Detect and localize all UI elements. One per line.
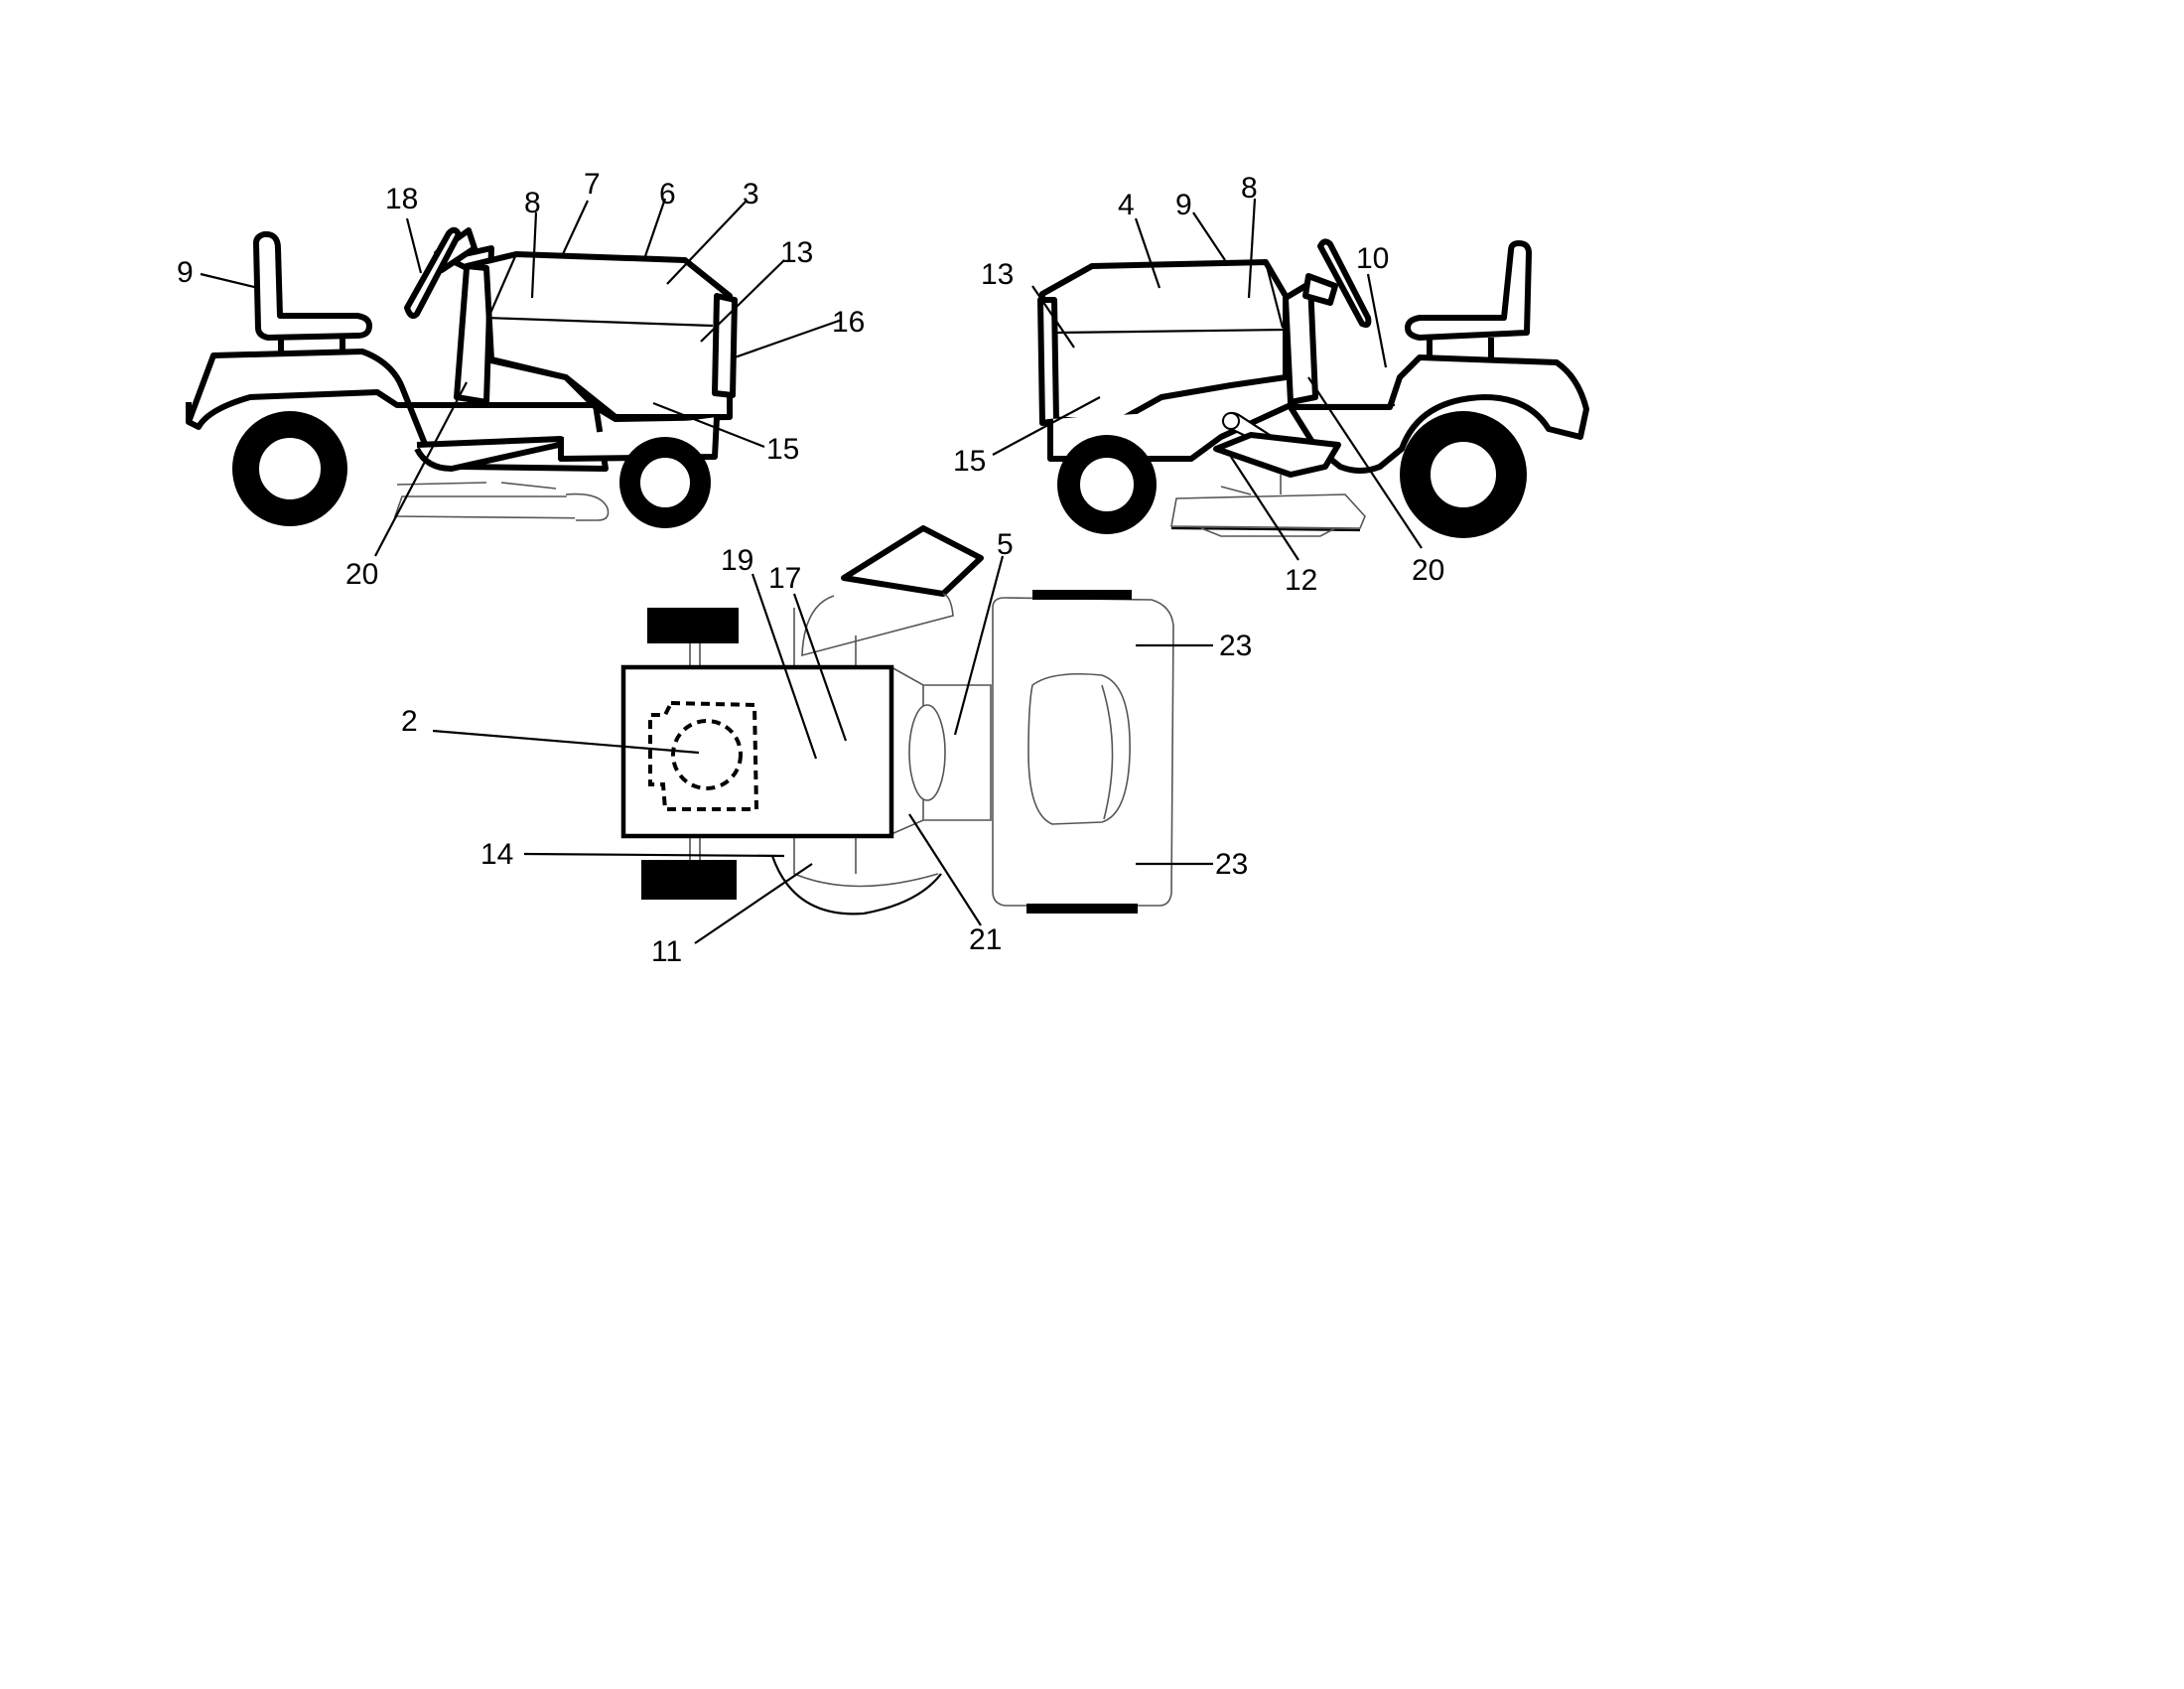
callout-right-grille: 13 [981,258,1014,291]
callout-top-deck: 11 [651,935,682,968]
callout-right-hood-top: 9 [1175,189,1192,221]
callout-left-grille: 13 [780,236,813,269]
leader-lines [200,198,1423,944]
right-side-view-tractor [1037,238,1589,538]
callout-top-pan: 21 [969,923,1002,956]
left-view-callouts: 9 18 8 7 6 3 13 16 15 20 [177,168,865,591]
callout-right-hood-side-rear: 8 [1241,172,1258,205]
callout-left-steering-wheel: 18 [385,183,418,215]
callout-left-side-panel: 15 [766,433,799,466]
callout-left-hood-front: 3 [743,178,759,211]
callout-left-seat: 9 [177,256,194,289]
callout-top-fender-top: 23 [1219,630,1252,662]
callout-left-hood-top-front: 6 [659,178,676,211]
callout-left-hood-side: 8 [524,187,541,219]
callout-top-hood-right: 17 [768,562,801,595]
right-view-callouts: 13 4 9 8 10 15 12 20 [953,172,1444,597]
callout-top-fender-bottom: 23 [1215,848,1248,881]
callout-left-dash-side: 20 [345,558,378,591]
callout-top-frame: 14 [480,838,513,871]
callout-right-deck-lever: 12 [1285,564,1317,597]
callout-left-headlight: 16 [832,306,865,339]
callout-top-engine: 2 [401,705,418,738]
callout-right-side-panel: 15 [953,445,986,478]
callout-left-hood-top-rear: 7 [584,168,601,201]
callout-top-hood-left: 19 [721,544,753,577]
top-view-tractor [620,525,1174,915]
top-view-callouts: 2 19 17 5 23 23 14 11 21 [401,528,1252,968]
callout-top-dash: 5 [997,528,1014,561]
left-side-view-tractor [186,226,738,528]
callout-right-dash-side: 20 [1412,554,1444,587]
callout-right-fender: 10 [1356,242,1389,275]
callout-right-hood-side-front: 4 [1118,189,1135,221]
